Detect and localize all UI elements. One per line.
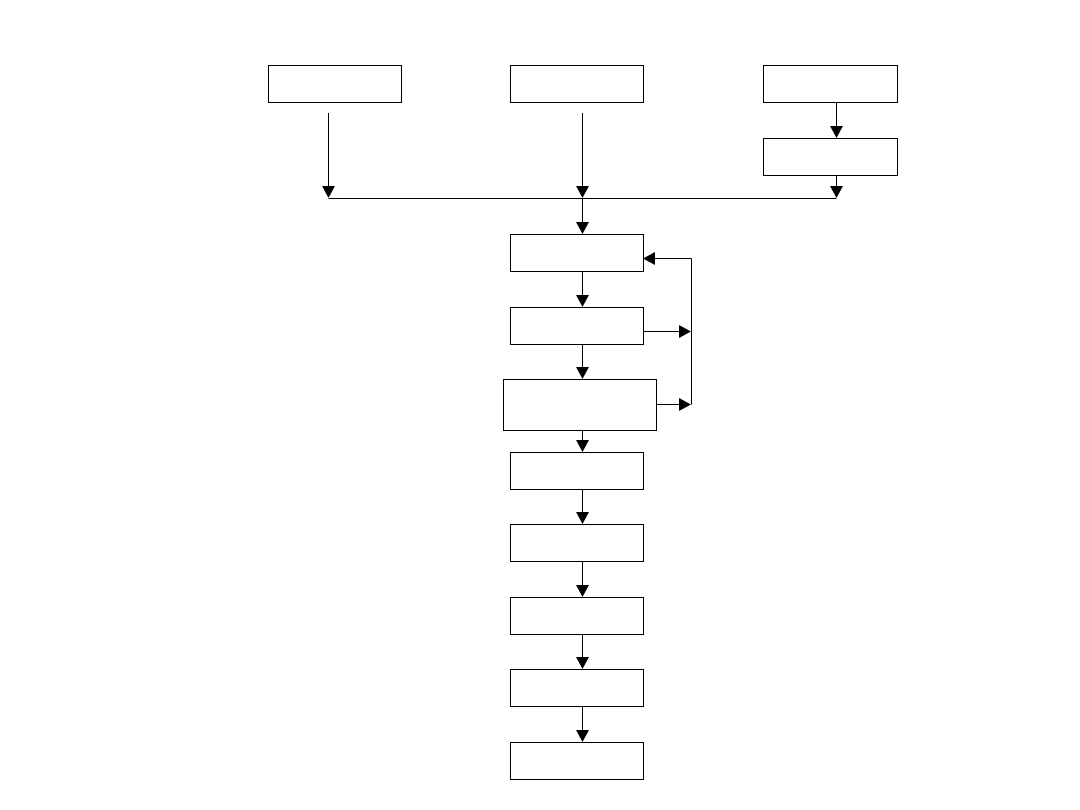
connector-input-left-down: [322, 113, 335, 198]
node-step-6: [510, 597, 644, 635]
connector-step-6-to-step-7: [576, 634, 589, 669]
connector-input-middle-down: [576, 113, 589, 198]
connector-input-right-sub-down: [830, 175, 843, 198]
node-step-2: [510, 307, 644, 345]
node-step-3: [503, 379, 657, 431]
connector-step-7-to-step-8: [576, 706, 589, 742]
connector-merge-to-step-1: [576, 198, 589, 234]
connector-input-right-to-sub: [830, 102, 843, 138]
connector-step-2-to-step-3: [576, 344, 589, 379]
node-input-right: [763, 65, 898, 103]
connector-step-1-to-step-2: [576, 271, 589, 307]
node-step-8: [510, 742, 644, 780]
feedback-return-line: [643, 252, 692, 405]
node-input-left: [268, 65, 402, 103]
connector-step-5-to-step-6: [576, 561, 589, 597]
connector-step-3-to-step-4: [576, 430, 589, 452]
node-step-1: [510, 234, 644, 272]
node-step-5: [510, 524, 644, 562]
node-step-7: [510, 669, 644, 707]
connector-step-4-to-step-5: [576, 489, 589, 524]
node-input-middle: [510, 65, 644, 103]
feedback-step-3-out: [656, 398, 691, 411]
node-input-right-sub: [763, 138, 898, 176]
node-step-4: [510, 452, 644, 490]
feedback-step-2-out: [643, 325, 691, 338]
